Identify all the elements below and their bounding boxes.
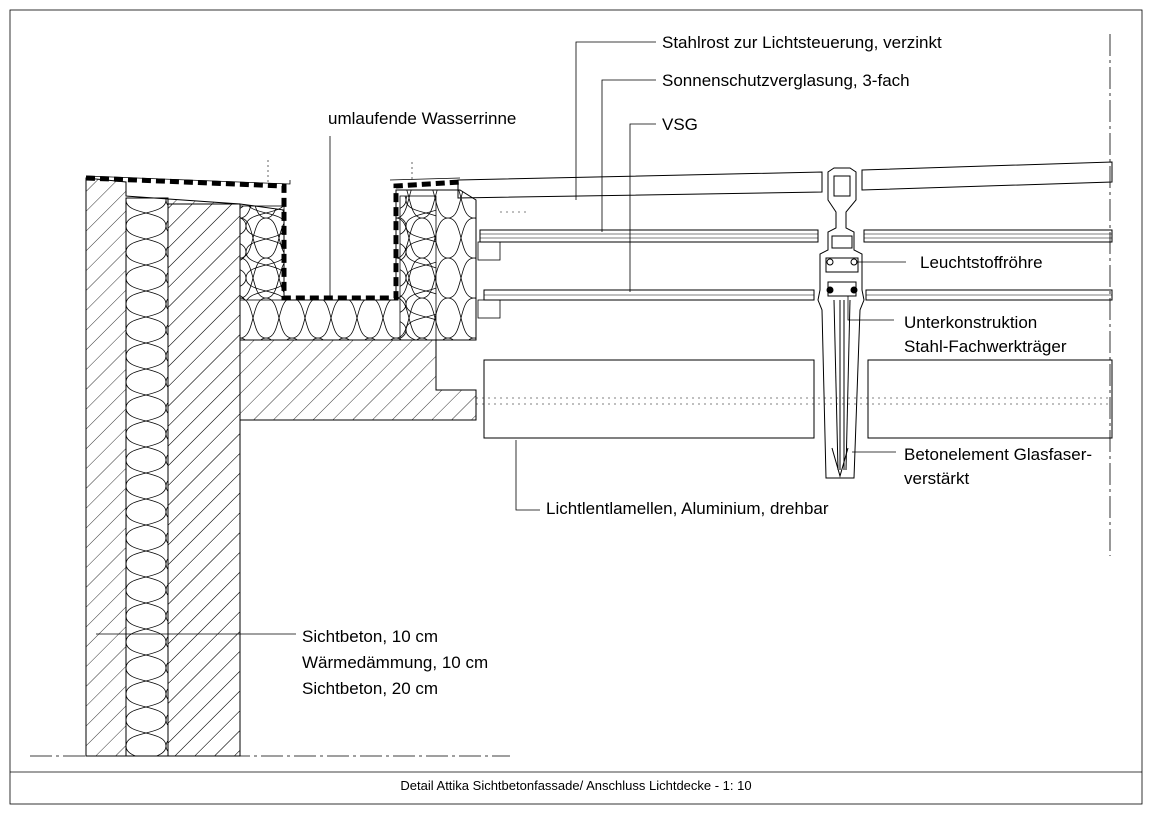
attic-insulation	[239, 189, 477, 341]
waterproofing-membrane	[85, 160, 461, 301]
steel-grating	[457, 161, 1113, 213]
label-water-gutter: umlaufende Wasserrinne	[328, 109, 516, 128]
label-steel-grating: Stahlrost zur Lichtsteuerung, verzinkt	[662, 33, 942, 52]
inner-concrete-layer	[167, 203, 241, 757]
solar-glazing	[477, 229, 1113, 261]
label-fluorescent-tube: Leuchtstoffröhre	[920, 253, 1043, 272]
steel-truss-profile	[817, 167, 865, 479]
label-wall-layer-1: Sichtbeton, 10 cm	[302, 627, 438, 646]
leader-lines	[96, 41, 906, 635]
drawing-title: Detail Attika Sichtbetonfassade/ Anschlu…	[400, 778, 751, 793]
label-substructure-1: Unterkonstruktion	[904, 313, 1037, 332]
label-vsg: VSG	[662, 115, 698, 134]
label-louvres: Lichtlentlamellen, Aluminium, drehbar	[546, 499, 829, 518]
label-wall-layer-3: Sichtbeton, 20 cm	[302, 679, 438, 698]
vsg-glass	[477, 289, 1113, 319]
label-substructure-2: Stahl-Fachwerkträger	[904, 337, 1067, 356]
sheet-frame	[9, 9, 1143, 805]
aluminium-louvres	[476, 359, 1113, 439]
label-concrete-element-1: Betonelement Glasfaser-	[904, 445, 1092, 464]
wall-insulation-layer	[125, 197, 169, 757]
label-concrete-element-2: verstärkt	[904, 469, 969, 488]
label-solar-glazing: Sonnenschutzverglasung, 3-fach	[662, 71, 910, 90]
label-wall-layer-2: Wärmedämmung, 10 cm	[302, 653, 488, 672]
